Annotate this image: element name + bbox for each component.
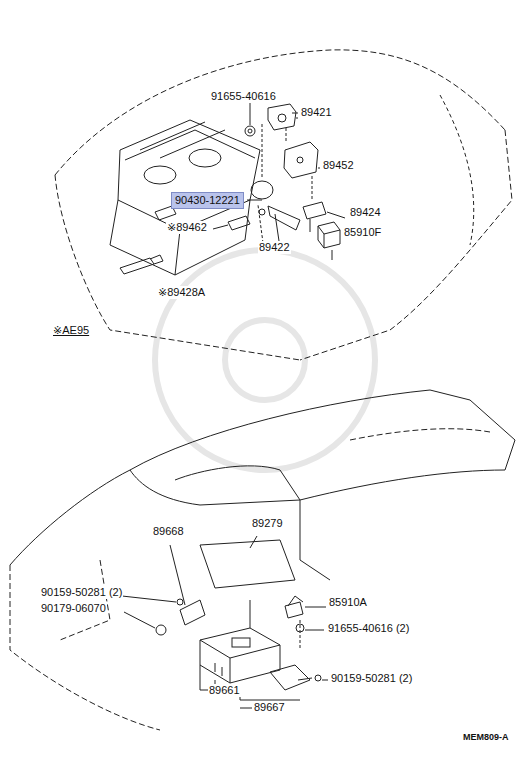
callout-number: 89421 [300, 106, 333, 119]
callout-number: 90159-50281 (2) [330, 672, 413, 685]
callout-number: 91655-40616 [210, 90, 277, 103]
callout-number: 89279 [251, 517, 284, 530]
callout-number: 89661 [208, 684, 241, 697]
callout-number: 91655-40616 (2) [327, 622, 410, 635]
callout-number: 89668 [152, 525, 185, 538]
callout-number: 89422 [258, 241, 291, 254]
model-note: ※AE95 [52, 324, 90, 337]
part-number: 90430-12221 [175, 194, 240, 207]
callout-number: 89424 [349, 206, 382, 219]
callout-number: 90159-50281 (2) [40, 586, 123, 599]
callout-number: 85910F [343, 226, 382, 239]
callout-number: 90179-06070 [40, 602, 107, 615]
callout-number: ※89462 [166, 221, 208, 234]
callout-number: 89452 [322, 159, 355, 172]
callout-number: 89667 [253, 701, 286, 714]
drawing-code: MEM809-A [462, 731, 510, 744]
callout-number: 85910A [328, 596, 368, 609]
callout-number: ※89428A [157, 286, 206, 299]
highlighted-part-number: 90430-12221 [171, 192, 244, 209]
